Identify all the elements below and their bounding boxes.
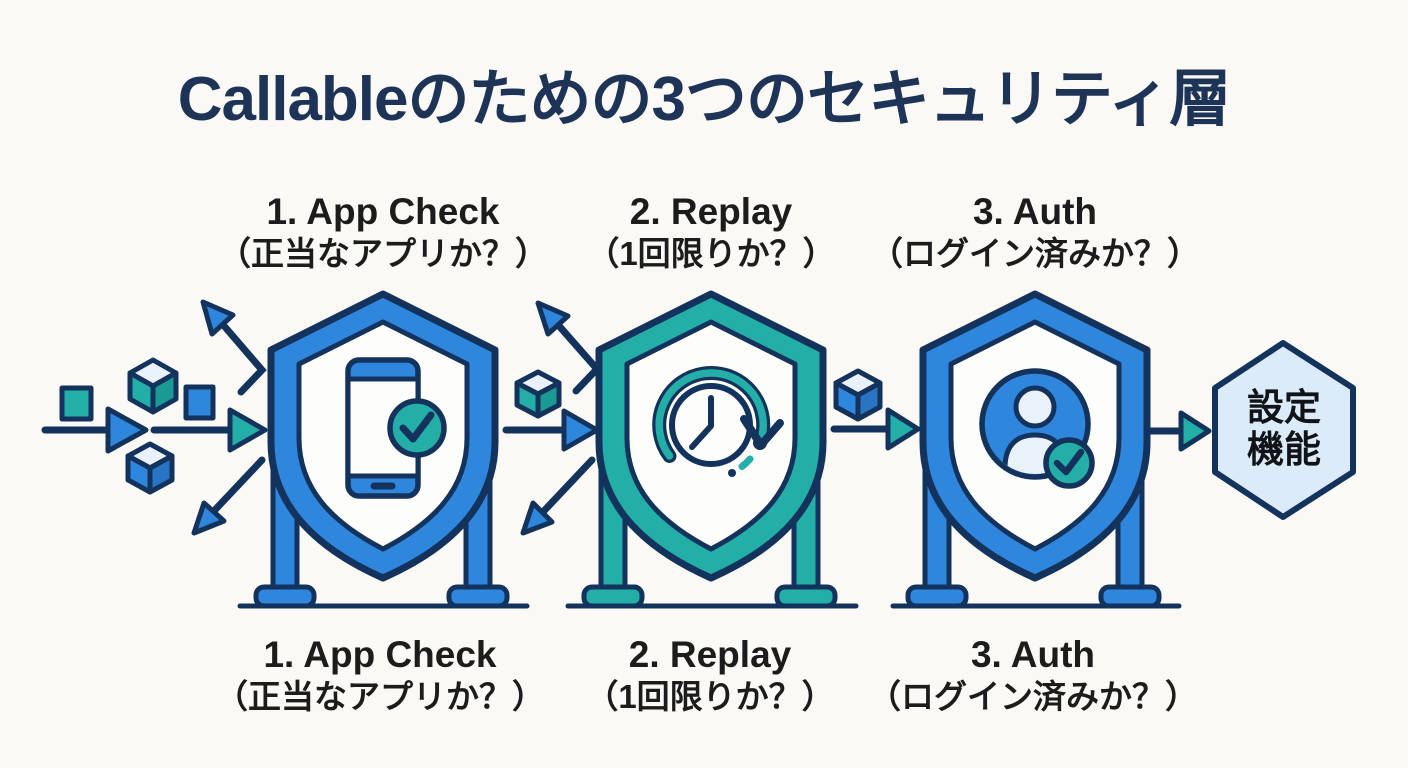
arc-arrowhead: [740, 415, 784, 449]
cube-icon: [127, 357, 179, 415]
shield-left-foot: [905, 584, 969, 609]
layer-question: （1回限りか？）: [585, 678, 835, 715]
diagram-title: Callableのための3つのセキュリティ層: [177, 65, 1232, 134]
rejected-requests-stage2: [520, 300, 602, 536]
deflect-arrow-up-icon: [200, 299, 236, 337]
checkmark: [1053, 448, 1085, 476]
person-head: [1013, 385, 1057, 429]
layer-name: 2. Replay: [628, 634, 792, 675]
check-badge-icon: [387, 398, 447, 458]
hexagon-output-shape: [1212, 340, 1356, 520]
data-square-icon: [59, 385, 94, 422]
output-label-line2: 機能: [1247, 429, 1321, 470]
replay-arc: [655, 369, 767, 460]
shield-right-foot: [446, 584, 510, 609]
shield-left-foot: [253, 584, 317, 609]
deflect-line: [209, 456, 266, 516]
deflect-arrow-down-icon: [520, 500, 555, 536]
label-bottom-app-check: 1. App Check （正当なアプリか？）: [180, 634, 580, 718]
output-label-line1: 設定: [1247, 387, 1321, 428]
arc-dot: [728, 469, 736, 477]
clock-hands: [689, 395, 714, 450]
label-top-app-check: 1. App Check （正当なアプリか？）: [183, 191, 583, 275]
arrow-right-icon: [885, 407, 921, 451]
replay-shield-stage: [565, 290, 859, 609]
arc-dash: [738, 455, 754, 470]
rejected-requests-stage1: [191, 299, 267, 536]
cube-icon: [514, 369, 562, 419]
deflect-arrow-down-icon: [191, 500, 227, 536]
flow-stage3-to-output: [1144, 410, 1212, 452]
layer-name: 1. App Check: [263, 634, 497, 675]
label-top-auth: 3. Auth （ログイン済みか？）: [835, 191, 1235, 275]
layer-question: （1回限りか？）: [586, 235, 836, 272]
layer-name: 2. Replay: [629, 191, 793, 232]
layer-question: （正当なアプリか？）: [218, 235, 548, 272]
layer-name: 3. Auth: [972, 191, 1097, 232]
label-bottom-auth: 3. Auth （ログイン済みか？）: [833, 634, 1233, 718]
shield-left-foot: [581, 584, 645, 609]
user-avatar-icon: [979, 368, 1095, 489]
deflect-line: [538, 456, 596, 517]
shield-right-foot: [1098, 584, 1162, 609]
arrow-right-icon: [1178, 410, 1212, 452]
arrow-right-icon: [561, 408, 600, 452]
arrow-right-icon: [227, 407, 268, 453]
flow-stage1-to-stage2: [502, 369, 600, 452]
check-badge-icon: [1043, 437, 1095, 489]
auth-shield-stage: [890, 290, 1182, 609]
label-top-replay: 2. Replay （1回限りか？）: [511, 191, 911, 275]
arrow-right-icon: [105, 406, 149, 454]
layer-question: （ログイン済みか？）: [868, 678, 1198, 715]
incoming-requests-flow: [41, 357, 268, 495]
layer-question: （正当なアプリか？）: [215, 678, 545, 715]
deflect-line: [221, 323, 267, 396]
flow-stage2-to-stage3: [830, 368, 921, 451]
cube-icon: [833, 368, 883, 422]
layer-question: （ログイン済みか？）: [870, 235, 1200, 272]
output-function-label: 設定 機能: [1216, 387, 1352, 471]
layer-name: 1. App Check: [266, 191, 500, 232]
deflect-line: [556, 323, 602, 395]
label-bottom-replay: 2. Replay （1回限りか？）: [510, 634, 910, 718]
cube-icon: [125, 441, 175, 495]
replay-clock-icon: [652, 365, 784, 477]
deflect-arrow-up-icon: [535, 300, 571, 337]
data-square-icon: [183, 384, 216, 421]
appcheck-shield-stage: [237, 290, 530, 609]
checkmark: [399, 411, 435, 443]
layer-name: 3. Auth: [970, 634, 1095, 675]
shield-right-foot: [774, 584, 838, 609]
